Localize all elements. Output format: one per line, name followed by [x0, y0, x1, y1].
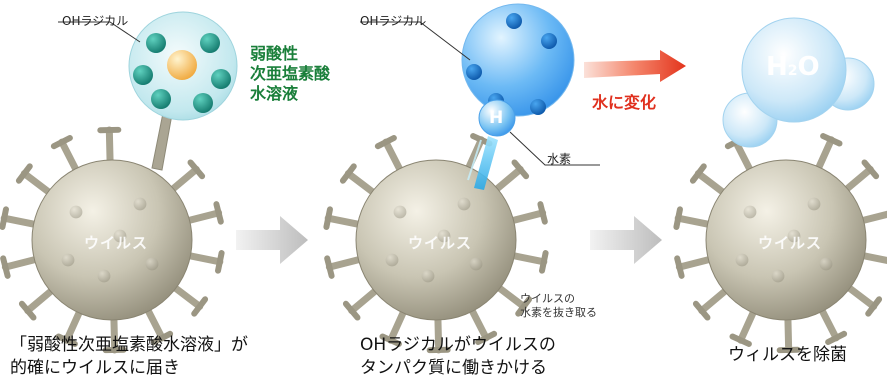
virus-surface-knob: [133, 197, 147, 211]
virus-surface-knob: [437, 229, 451, 243]
virus-spike-cap: [537, 201, 548, 225]
virus-spike-cap: [511, 159, 530, 180]
virus-surface-knob: [743, 205, 757, 219]
virus-spike-cap: [215, 250, 225, 274]
virus-spike-cap: [379, 333, 402, 347]
virus-surface-knob: [69, 205, 83, 219]
virus-surface-knob: [97, 269, 111, 283]
virus-spike-cap: [191, 296, 209, 317]
step1-caption-line2: 的確にウイルスに届き: [10, 358, 180, 378]
extract-label-line1: ウイルスの: [520, 292, 575, 305]
virus-spike-cap: [475, 330, 498, 346]
virus-body: [355, 159, 517, 321]
virus-spike-cap: [515, 296, 533, 317]
virus-3: [673, 133, 887, 354]
core-particle: [167, 50, 197, 80]
solution-label-line2: 次亜塩素酸: [250, 64, 331, 83]
virus-surface-knob: [385, 253, 399, 267]
virus-spike-cap: [820, 133, 843, 147]
virus-spike-cap: [339, 163, 357, 184]
virus-surface-knob: [771, 269, 785, 283]
virus-spike-cap: [55, 333, 78, 347]
virus-spike-cap: [825, 330, 848, 346]
step-arrow-1: [236, 216, 308, 264]
virus-spike-cap: [674, 255, 685, 279]
oh-radical-label: OHラジカル: [360, 14, 427, 28]
water-formula-h: H: [766, 52, 788, 82]
step2-caption-line2: タンパク質に働きかける: [360, 358, 547, 378]
hydrogen-label: 水素: [547, 152, 572, 166]
virus-spike-cap: [865, 296, 883, 317]
oh-molecule: [133, 65, 153, 85]
water-formula-sub: 2: [787, 63, 798, 79]
virus-surface-knob: [61, 253, 75, 267]
virus-surface-knob: [457, 197, 471, 211]
water-molecule: [722, 17, 875, 148]
step3-caption: ウィルスを除菌: [728, 345, 847, 365]
step-arrow-2: [590, 216, 662, 264]
virus-surface-knob: [421, 269, 435, 283]
change-to-water-label: 水に変化: [592, 93, 657, 112]
virus-spike-cap: [861, 159, 880, 180]
virus-spike-cap: [50, 134, 73, 150]
virus-label: ウイルス: [758, 234, 823, 252]
virus-surface-knob: [735, 253, 749, 267]
virus-surface-knob: [819, 257, 833, 271]
change-arrow: [584, 50, 686, 82]
virus-spike-cap: [15, 163, 33, 184]
oh-radical-sphere: [360, 3, 600, 190]
virus-spike-cap: [323, 206, 333, 230]
step2-caption-line1: OHラジカルがウイルスの: [360, 335, 556, 355]
virus-spike-cap: [324, 255, 335, 279]
virus-label: ウイルス: [84, 234, 149, 252]
virus-1: [0, 126, 225, 354]
hydrogen-atom: [478, 99, 516, 137]
oh-radical-label: OHラジカル: [62, 14, 129, 28]
virus-spike-cap: [539, 250, 549, 274]
extract-label-line2: 水素を抜き取る: [520, 306, 597, 319]
virus-spike-cap: [187, 159, 206, 180]
virus-surface-knob: [807, 197, 821, 211]
virus-spike-cap: [692, 300, 711, 321]
virus-spike-cap: [0, 255, 11, 279]
solution-bubble: [58, 11, 238, 171]
virus-surface-knob: [469, 257, 483, 271]
water-formula-o: O: [797, 52, 820, 82]
virus-surface-knob: [393, 205, 407, 219]
virus-spike-cap: [673, 206, 683, 230]
virus-spike-cap: [18, 300, 37, 321]
virus-spike-cap: [151, 330, 174, 346]
virus-surface-knob: [787, 229, 801, 243]
virus-body: [31, 159, 193, 321]
virus-spike-cap: [342, 300, 361, 321]
extraction-stream: [474, 136, 498, 190]
hydrogen-symbol: H: [489, 108, 504, 128]
virus-spike-cap: [374, 134, 397, 150]
solution-label-line3: 水溶液: [250, 84, 299, 103]
oh-molecule: [200, 33, 220, 53]
water-formula: H2O: [766, 52, 820, 82]
oh-molecule: [151, 89, 171, 109]
virus-surface-knob: [145, 257, 159, 271]
virus-surface-knob: [113, 229, 127, 243]
oh-molecule: [146, 33, 166, 53]
step1-caption-line1: 「弱酸性次亜塩素酸水溶液」が: [10, 335, 248, 355]
oh-molecule: [211, 69, 231, 89]
virus-body: [705, 159, 867, 321]
virus-spike-cap: [0, 206, 9, 230]
virus-spike-cap: [729, 333, 752, 347]
oh-molecule: [193, 93, 213, 113]
solution-label-line1: 弱酸性: [250, 44, 299, 63]
virus-spike-cap: [689, 163, 707, 184]
virus-spike-cap: [213, 201, 224, 225]
virus-label: ウイルス: [408, 234, 473, 252]
